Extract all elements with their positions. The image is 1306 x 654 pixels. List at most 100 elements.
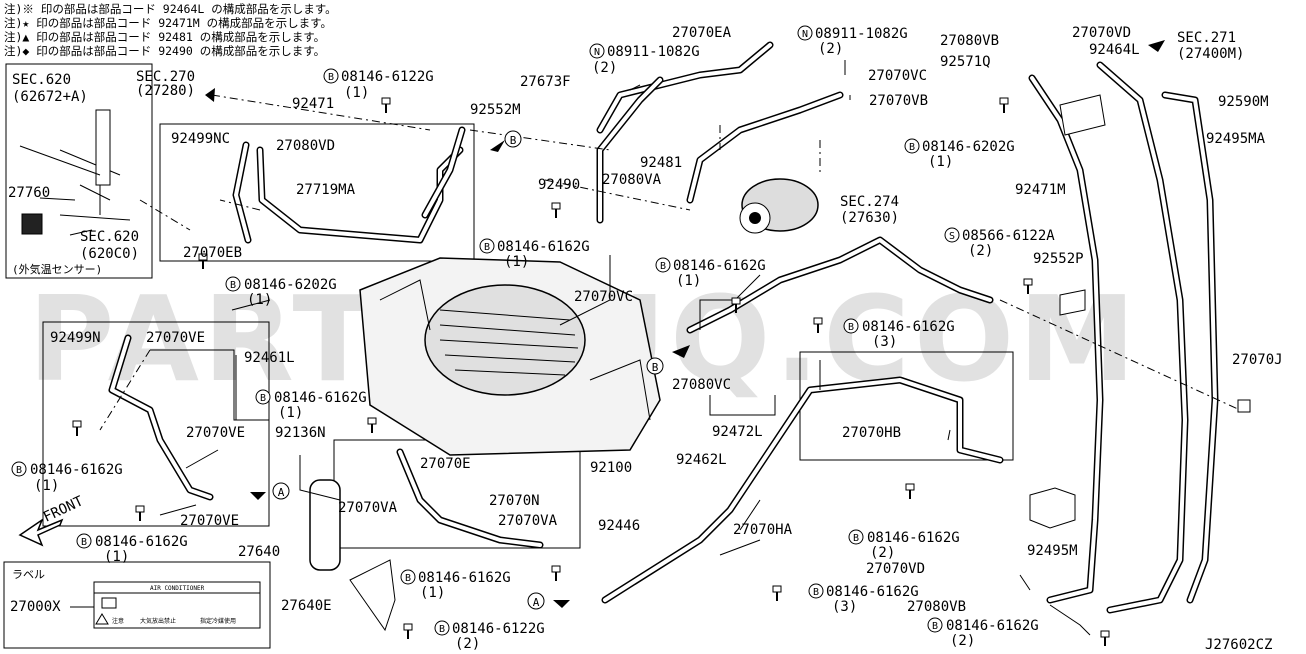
ambient-sensor-inset: SEC.620 (62672+A) 27760 SEC.620 (620C0) …: [5, 63, 153, 279]
label-sec274: SEC.274: [840, 194, 899, 210]
label-qty: (1): [344, 85, 369, 101]
label-27070vd-b: 27070VD: [866, 561, 925, 577]
label-sec620-mid: SEC.620: [80, 229, 139, 245]
label-27070n: 27070N: [489, 493, 540, 509]
sensor-bracket-drawing: [59, 110, 131, 221]
diagram-id: J27602CZ: [1205, 637, 1272, 653]
front-label: FRONT: [41, 493, 86, 526]
label-bolt-6162g-r3: 08146-6162G: [946, 618, 1039, 634]
label-nut-08911-right: 08911-1082G: [815, 26, 908, 42]
label-bolt-6122g-low: 08146-6122G: [452, 621, 545, 637]
label-27080vb-b: 27080VB: [907, 599, 966, 615]
label-92490: 92490: [538, 177, 580, 193]
sticker-line: 指定冷媒使用: [200, 617, 236, 625]
label-sec271: SEC.271: [1177, 30, 1236, 46]
label-screw-08566: 08566-6122A: [962, 228, 1055, 244]
label-sec620-mid-sub: (620C0): [80, 246, 139, 262]
sticker-line: 大気放出禁止: [140, 617, 176, 625]
callout-a: A: [527, 592, 545, 610]
label-92571q: 92571Q: [940, 54, 991, 70]
label-qty: (2): [870, 545, 895, 561]
sticker-line: 注意: [112, 617, 124, 625]
label-qty: (1): [676, 273, 701, 289]
label-sec620-top-sub: (62672+A): [12, 89, 88, 105]
callout-b: B: [504, 130, 522, 148]
label-bolt-6202g-left: 08146-6202G: [244, 277, 337, 293]
note-line: 注)◆ 印の部品は部品コード 92490 の構成部品を示します。: [4, 44, 325, 58]
label-27760: 27760: [8, 185, 50, 201]
label-27070ve-a: 27070VE: [146, 330, 205, 346]
label-sticker-box: ラベル 27000X AIR CONDITIONER 注意 大気放出禁止 指定冷…: [3, 561, 271, 649]
label-27070eb: 27070EB: [183, 245, 242, 261]
pad-92495m: [1029, 487, 1076, 529]
label-27070vb-a: 27070VB: [869, 93, 928, 109]
label-bolt-6162g-mid: 08146-6162G: [274, 390, 367, 406]
pad-92495ma: [1059, 94, 1106, 136]
label-bolt-6162g-c3: 08146-6162G: [862, 319, 955, 335]
label-qty: (1): [104, 549, 129, 565]
note-line: 注)▲ 印の部品は部品コード 92481 の構成部品を示します。: [4, 30, 325, 44]
label-27640e: 27640E: [281, 598, 332, 614]
label-27070e: 27070E: [420, 456, 471, 472]
label-92590m: 92590M: [1218, 94, 1269, 110]
label-qty: (2): [950, 633, 975, 649]
label-27080va: 27080VA: [602, 172, 662, 188]
sticker-heading: AIR CONDITIONER: [150, 585, 205, 592]
label-bolt-6162g-c2: 08146-6162G: [673, 258, 766, 274]
callout-a: A: [272, 482, 290, 500]
label-27070ea: 27070EA: [672, 25, 732, 41]
sensor-bracket: [95, 109, 111, 186]
label-qty: (1): [247, 292, 272, 308]
label-92461l: 92461L: [244, 350, 295, 366]
label-27080vd: 27080VD: [276, 138, 335, 154]
svg-text:A: A: [533, 596, 540, 609]
label-bolt-6162g-left: 08146-6162G: [30, 462, 123, 478]
label-bolt-6162g-bl: 08146-6162G: [95, 534, 188, 550]
label-bolt-6162g-low: 08146-6162G: [418, 570, 511, 586]
label-qty: (1): [34, 478, 59, 494]
label-bolt-6162g-r1: 08146-6162G: [867, 530, 960, 546]
note-line: 注)★ 印の部品は部品コード 92471M の構成部品を示します。: [4, 16, 332, 30]
label-27070vc-b: 27070VC: [574, 289, 633, 305]
label-92136n: 92136N: [275, 425, 326, 441]
label-sec270: SEC.270: [136, 69, 195, 85]
label-qty: (2): [968, 243, 993, 259]
label-qty: (2): [455, 636, 480, 652]
compressor-sec274: [739, 178, 819, 234]
svg-text:B: B: [510, 134, 517, 147]
label-92464l: 92464L: [1089, 42, 1140, 58]
label-27070ha: 27070HA: [733, 522, 793, 538]
label-sec270-sub: (27280): [136, 83, 195, 99]
label-27719ma: 27719MA: [296, 182, 356, 198]
sticker-warning-icon: [95, 613, 109, 625]
label-27070va-b: 27070VA: [498, 513, 558, 529]
note-line: 注)※ 印の部品は部品コード 92464L の構成部品を示します。: [4, 2, 337, 16]
label-qty: (2): [818, 41, 843, 57]
label-92495ma: 92495MA: [1206, 131, 1266, 147]
label-92495m: 92495M: [1027, 543, 1078, 559]
clip-92552p: [1059, 289, 1086, 316]
label-92481: 92481: [640, 155, 682, 171]
label-92100: 92100: [590, 460, 632, 476]
sensor-connector: [21, 213, 43, 235]
label-nut-08911-left: 08911-1082G: [607, 44, 700, 60]
front-direction-arrow: FRONT: [18, 493, 86, 547]
label-92472l: 92472L: [712, 424, 763, 440]
sticker-book-icon: [101, 597, 117, 609]
label-92499nc: 92499NC: [171, 131, 230, 147]
svg-text:B: B: [652, 361, 659, 374]
label-92552p: 92552P: [1033, 251, 1084, 267]
label-27673f: 27673F: [520, 74, 571, 90]
label-27070ve-c: 27070VE: [180, 513, 239, 529]
label-box-title: ラベル: [12, 568, 45, 581]
label-qty: (3): [872, 334, 897, 350]
label-sec620-top: SEC.620: [12, 72, 71, 88]
cap-27070j: [1237, 399, 1251, 413]
label-27070va-a: 27070VA: [338, 500, 398, 516]
callout-b: B: [646, 357, 664, 375]
label-qty: (2): [592, 60, 617, 76]
label-qty: (1): [928, 154, 953, 170]
label-bolt-6202g-right: 08146-6202G: [922, 139, 1015, 155]
label-qty: (1): [504, 254, 529, 270]
